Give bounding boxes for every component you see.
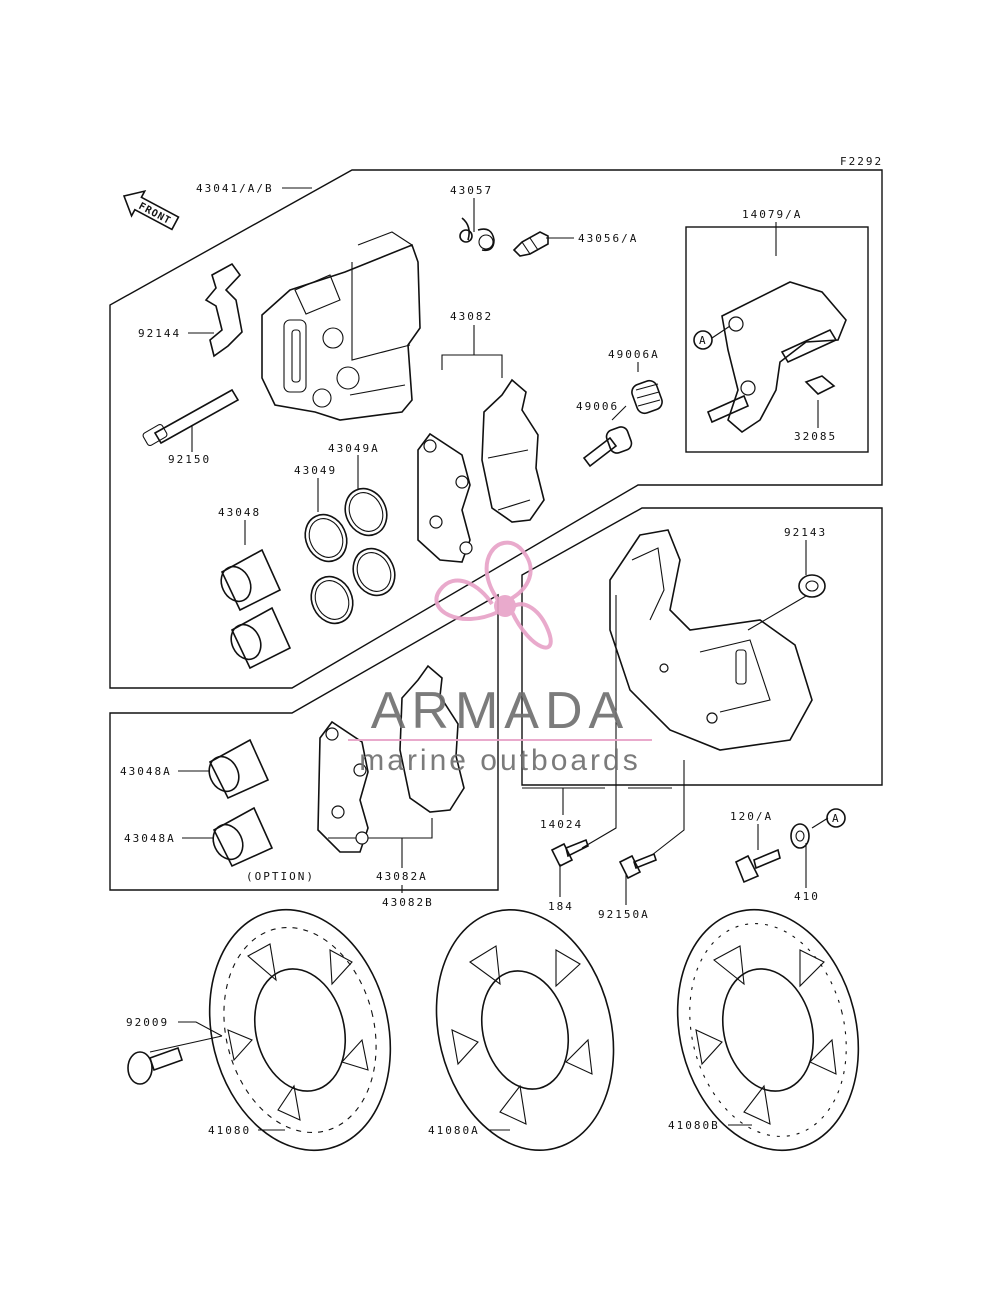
leader-lines [149, 187, 829, 1131]
disc-cover [609, 529, 813, 751]
option-pads-frame [109, 593, 499, 891]
label-option: (OPTION) [246, 870, 315, 883]
brake-pad-inner [417, 432, 471, 563]
piston-seals [304, 487, 396, 625]
label-43048a-1: 43048A [120, 765, 172, 778]
brake-disc-b [676, 908, 860, 1152]
pad-spring [204, 262, 243, 358]
option-pad-outer [399, 664, 465, 813]
option-pistons [208, 738, 274, 868]
cover-frame [521, 507, 883, 786]
propeller-logo-icon [434, 540, 553, 650]
bolt-92150a [618, 852, 657, 880]
label-41080a: 41080A [428, 1124, 480, 1137]
label-92009: 92009 [126, 1016, 169, 1029]
washer-410 [790, 823, 810, 849]
disc-bolt [127, 1046, 184, 1085]
label-43049a: 43049A [328, 442, 380, 455]
callout-a-label-2: A [832, 812, 839, 825]
label-43082a: 43082A [376, 870, 428, 883]
brake-pad-outer [481, 378, 545, 523]
cover-collar [798, 574, 826, 598]
callout-a-circle-2 [826, 808, 846, 828]
armada-watermark: ARMADA marine outboards [348, 540, 652, 777]
label-43056: 43056/A [578, 232, 638, 245]
option-pad-inner [317, 720, 369, 853]
caliper-body [261, 231, 421, 421]
dust-boot-a [631, 379, 663, 415]
part-labels: 43041/A/B 43057 43056/A 14079/A 92144 43… [120, 182, 837, 1137]
caliper-assembly-frame [109, 169, 883, 689]
dust-boot [582, 426, 633, 468]
label-43082b: 43082B [382, 896, 434, 909]
bolt-120a [734, 848, 781, 884]
label-43048a-2: 43048A [124, 832, 176, 845]
label-41080: 41080 [208, 1124, 251, 1137]
caliper-pin [142, 388, 240, 447]
bleed-valve [512, 231, 549, 257]
label-410: 410 [794, 890, 820, 903]
label-49006: 49006 [576, 400, 619, 413]
brake-disc-a [435, 909, 615, 1151]
pin-spring [804, 375, 836, 395]
label-92150a: 92150A [598, 908, 650, 921]
watermark-brand: ARMADA [371, 682, 629, 740]
label-92150: 92150 [168, 453, 211, 466]
label-41080b: 41080B [668, 1119, 720, 1132]
label-14079: 14079/A [742, 208, 802, 221]
label-43057: 43057 [450, 184, 493, 197]
label-43041: 43041/A/B [196, 182, 274, 195]
label-43082: 43082 [450, 310, 493, 323]
label-43049: 43049 [294, 464, 337, 477]
watermark-tagline: marine outboards [359, 744, 640, 777]
label-14024: 14024 [540, 818, 583, 831]
brake-disc [208, 908, 392, 1152]
caliper-holder-frame [685, 226, 869, 453]
figure-code: F2292 [840, 155, 883, 168]
label-184: 184 [548, 900, 574, 913]
bleed-cap [459, 217, 495, 252]
callout-a-circle [693, 330, 713, 350]
caliper-holder [706, 281, 847, 434]
bolt-184 [550, 838, 589, 868]
label-92143: 92143 [784, 526, 827, 539]
front-arrow-icon: FRONT [122, 189, 180, 231]
label-120a: 120/A [730, 810, 773, 823]
label-49006a: 49006A [608, 348, 660, 361]
pistons [220, 548, 292, 670]
label-32085: 32085 [794, 430, 837, 443]
callout-a-label: A [699, 334, 706, 347]
label-43048: 43048 [218, 506, 261, 519]
label-92144: 92144 [138, 327, 181, 340]
